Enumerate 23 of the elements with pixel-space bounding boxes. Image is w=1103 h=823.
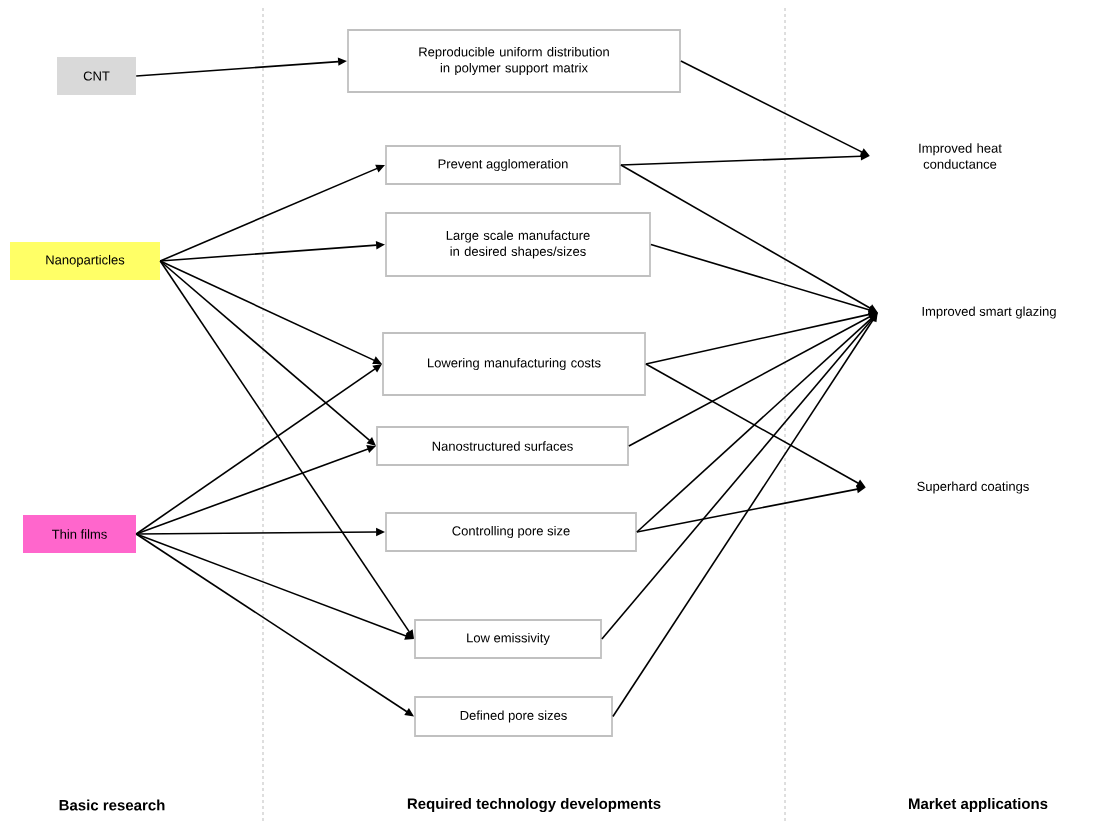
application-text: Improved smart glazing [922, 306, 1056, 319]
source-box: CNT [57, 57, 136, 95]
process-box: Lowering manufacturing costs [382, 332, 646, 396]
process-box: Defined pore sizes [414, 696, 613, 737]
process-box: Low emissivity [414, 619, 602, 659]
process-box: Reproducible uniform distribution in polymer support matrix [347, 29, 681, 93]
column-heading: Required technology developments [407, 798, 661, 813]
arrow [135, 445, 376, 535]
application-text: Improved heat conductance [919, 143, 1002, 169]
arrow [159, 164, 385, 262]
source-box: Nanoparticles [10, 242, 160, 280]
column-heading: Market applications [909, 798, 1048, 812]
source-box: Thin films [23, 515, 136, 553]
process-box: Prevent agglomeration [385, 145, 621, 185]
arrow [135, 533, 414, 717]
arrow [159, 260, 382, 365]
process-box: Controlling pore size [385, 512, 637, 552]
process-box: Large scale manufacture in desired shapes/sizes [385, 212, 651, 277]
arrow [135, 533, 414, 640]
column-heading: Basic research [59, 799, 165, 811]
arrow [135, 364, 382, 535]
application-text: Superhard coatings [917, 481, 1029, 494]
process-box: Nanostructured surfaces [376, 426, 629, 466]
